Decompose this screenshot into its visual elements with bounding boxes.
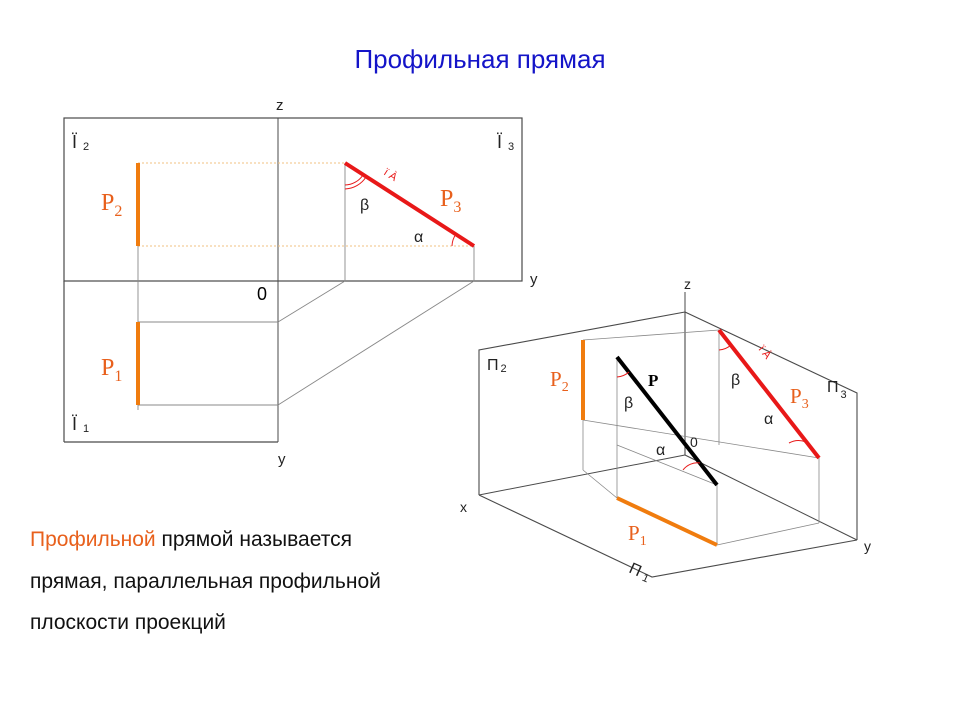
definition-line-2: прямая, параллельная профильной (30, 570, 381, 593)
axo-beta-arc (616, 371, 630, 378)
left-axis-y-bottom-label: y (278, 451, 286, 468)
left-p2-label: P2 (101, 190, 122, 220)
definition-line-1: Профильной прямой называется (30, 528, 352, 552)
construct-p-bottom-horizontal (616, 444, 718, 486)
definition-line-1-rest: прямой называется (155, 528, 352, 551)
left-beta-label: β (360, 197, 369, 214)
construct-p2-top (582, 329, 720, 341)
alpha-arc (451, 233, 457, 247)
definition-highlight: Профильной (30, 528, 156, 551)
projection-p3-line (343, 161, 476, 248)
definition-line-3: плоскости проекций (30, 611, 226, 634)
plane-p2-p3-frame (63, 117, 523, 282)
axo-axis-z-label: z (684, 276, 691, 292)
beta-arc (344, 174, 364, 186)
axo-alpha-center-label: α (656, 442, 665, 459)
axo-plane-p1-label: П1 (626, 560, 653, 585)
axo-alpha-right-arc (788, 440, 807, 444)
axo-p1-label: P1 (628, 521, 647, 549)
axo-axis-y-label: y (864, 538, 871, 554)
constant-line-long (277, 280, 475, 406)
constant-line-short (277, 280, 346, 323)
left-origin-label: 0 (257, 284, 267, 304)
left-axis-z-label: z (276, 97, 284, 114)
axo-projection-p1-line (616, 496, 718, 547)
page-title: Профильная прямая (354, 44, 606, 74)
axo-line-p (615, 355, 719, 487)
axo-p3-label: P3 (790, 384, 809, 412)
axo-beta-right-arc (718, 344, 732, 351)
axo-alpha-right-label: α (764, 411, 773, 428)
left-true-length-label: ï À (381, 166, 400, 185)
axo-beta-center-label: β (624, 395, 633, 412)
axo-true-length-label: ï À (756, 343, 775, 362)
construct-p2-bottom (582, 419, 820, 459)
axo-origin-label: 0 (690, 434, 698, 450)
axo-projection-p3-line (717, 328, 821, 460)
construct-p1-left (582, 469, 618, 499)
construct-p1-right (716, 522, 820, 546)
left-p3-label: P3 (440, 186, 461, 216)
axo-p2-label: P2 (550, 367, 569, 395)
plane-p3-outline (684, 311, 858, 540)
axis-x-line-3d (478, 454, 686, 496)
plane-p1-outline (478, 494, 858, 578)
left-alpha-label: α (414, 229, 423, 246)
left-axis-y-right-label: y (530, 271, 538, 288)
axo-beta-right-label: β (731, 372, 740, 389)
axo-p-label: P (648, 371, 658, 390)
axo-axis-x-label: x (460, 499, 467, 515)
left-p1-label: P1 (101, 355, 122, 385)
axo-alpha-arc (682, 462, 701, 471)
beta-arc-2 (344, 176, 367, 190)
axis-y-line-3d (684, 454, 858, 541)
